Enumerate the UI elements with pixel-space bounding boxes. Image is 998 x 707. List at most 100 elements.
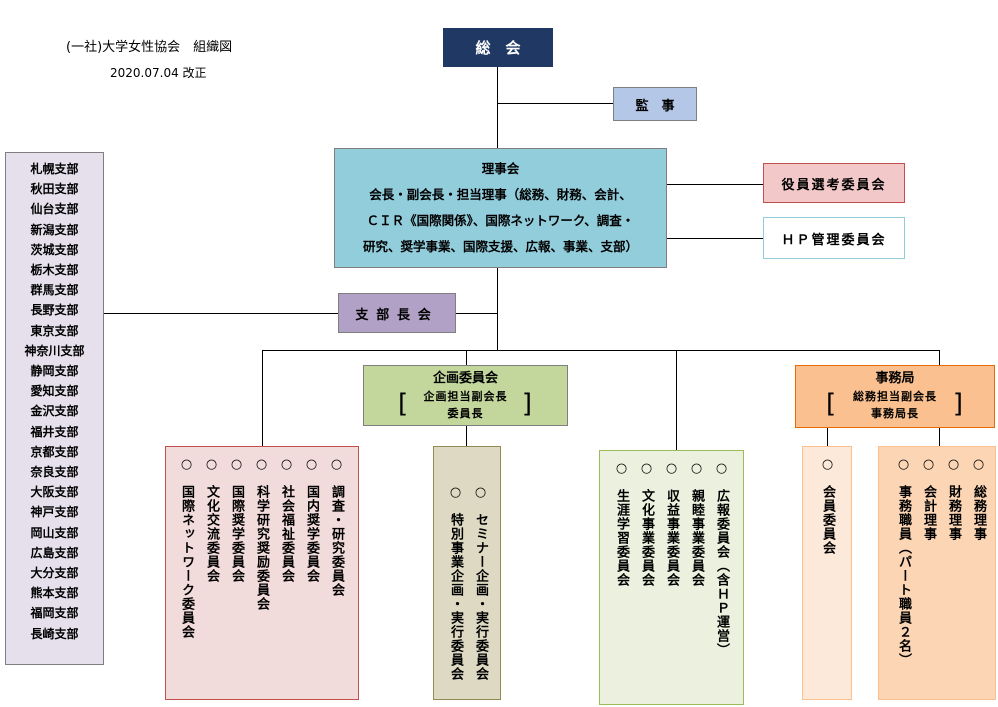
committee-item: ○ 生涯学習委員会 <box>609 461 634 701</box>
committee-item: ○ 広報委員会（含ＨＰ運営） <box>709 461 734 701</box>
committee-item: ○財務理事 <box>941 457 966 697</box>
committee-label: 調査・研究委員会 <box>329 485 344 597</box>
committee-group-b: ○セミナー企画・実行委員会 ○ 特別事業企画・実行委員会 <box>433 446 501 700</box>
branch-item: 京都支部 <box>30 444 79 459</box>
planning-committee-title: 企画委員会 <box>432 371 498 386</box>
officer-selection-committee-label: 役員選考委員会 <box>781 177 887 193</box>
branch-item: 熊本支部 <box>30 586 79 601</box>
branch-item: 福井支部 <box>30 424 79 439</box>
committee-label: 国際奨学委員会 <box>229 485 244 583</box>
circle-marker-icon: ○ <box>614 461 629 477</box>
committee-column-group: ○セミナー企画・実行委員会 ○ 特別事業企画・実行委員会 <box>443 485 493 697</box>
committee-label: 国際ネットワーク委員会 <box>179 485 194 639</box>
committee-label: 会員委員会 <box>820 485 835 555</box>
bracket-icon: [ <box>826 389 838 419</box>
committee-label: 親睦事業委員会 <box>689 489 704 587</box>
connector <box>667 184 763 185</box>
secretariat-sub: 事務局長 <box>871 407 919 420</box>
committee-label: 広報委員会（含ＨＰ運営） <box>714 489 729 657</box>
committee-column-group: ○ 広報委員会（含ＨＰ運営） ○ 親睦事業委員会 ○ 収益事業委員会 ○ 文化事業委員会 ○ 生涯… <box>609 461 734 701</box>
committee-item: ○科学研究奨励委員会 <box>249 457 274 697</box>
connector <box>497 103 613 104</box>
circle-marker-icon: ○ <box>448 485 463 501</box>
branch-item: 新潟支部 <box>30 222 79 237</box>
board-title: 理事会 <box>481 161 520 176</box>
branch-item: 茨城支部 <box>30 242 79 257</box>
committee-item: ○文化交流委員会 <box>199 457 224 697</box>
committee-label: セミナー企画・実行委員会 <box>473 513 488 681</box>
planning-committee-box: 企画委員会 [ ] 企画担当副会長 委員長 <box>363 365 568 426</box>
secretariat-title: 事務局 <box>875 371 915 386</box>
branch-list: 札幌支部秋田支部仙台支部新潟支部茨城支部栃木支部群馬支部長野支部東京支部神奈川支… <box>6 159 103 644</box>
committee-item: ○調査・研究委員会 <box>324 457 349 697</box>
planning-committee-sub: 委員長 <box>447 407 484 420</box>
branch-item: 奈良支部 <box>30 465 79 480</box>
branch-item: 東京支部 <box>30 323 79 338</box>
circle-marker-icon: ○ <box>714 461 729 477</box>
connector <box>667 238 763 239</box>
committee-group-a: ○調査・研究委員会○国内奨学委員会○社会福祉委員会○科学研究奨励委員会○国際奨学… <box>165 446 359 700</box>
committee-label: 文化事業委員会 <box>639 489 654 587</box>
committee-label: 文化交流委員会 <box>204 485 219 583</box>
branch-item: 愛知支部 <box>30 384 79 399</box>
hp-management-committee-box: ＨＰ管理委員会 <box>763 217 905 259</box>
branch-item: 岡山支部 <box>30 525 79 540</box>
board-line: 会長・副会長・担当理事（総務、財務、会計、 <box>369 187 632 202</box>
committee-label: 会計理事 <box>921 485 936 541</box>
bracket-icon: ] <box>952 389 964 419</box>
committee-item: ○会計理事 <box>916 457 941 697</box>
committee-item: ○ 親睦事業委員会 <box>684 461 709 701</box>
committee-item: ○総務理事 <box>966 457 991 697</box>
connector <box>262 350 263 446</box>
branch-heads-meeting-box: 支部長会 <box>338 293 456 333</box>
committee-column-group: ○調査・研究委員会○国内奨学委員会○社会福祉委員会○科学研究奨励委員会○国際奨学… <box>174 457 349 697</box>
committee-item: ○国際奨学委員会 <box>224 457 249 697</box>
connector <box>466 350 467 365</box>
committee-label: 特別事業企画・実行委員会 <box>448 513 463 681</box>
branch-item: 広島支部 <box>30 545 79 560</box>
circle-marker-icon: ○ <box>179 457 194 473</box>
committee-group-c: ○ 広報委員会（含ＨＰ運営） ○ 親睦事業委員会 ○ 収益事業委員会 ○ 文化事業委員会 ○ 生涯… <box>599 450 744 705</box>
branch-item: 長野支部 <box>30 303 79 318</box>
branch-heads-meeting-label: 支部長会 <box>355 307 439 323</box>
hp-management-committee-label: ＨＰ管理委員会 <box>781 232 887 248</box>
branch-item: 栃木支部 <box>30 263 79 278</box>
circle-marker-icon: ○ <box>689 461 704 477</box>
connector <box>466 426 467 446</box>
auditor-box: 監 事 <box>613 87 697 121</box>
officer-selection-committee-box: 役員選考委員会 <box>763 163 905 203</box>
branch-item: 仙台支部 <box>30 202 79 217</box>
general-meeting-box: 総 会 <box>443 28 553 67</box>
committee-label: 科学研究奨励委員会 <box>254 485 269 611</box>
connector <box>939 428 940 446</box>
circle-marker-icon: ○ <box>946 457 961 473</box>
committee-item: ○ 収益事業委員会 <box>659 461 684 701</box>
secretariat-box: 事務局 [ ] 総務担当副会長 事務局長 <box>795 365 995 428</box>
committee-item: ○事務職員（パート職員２名） <box>891 457 916 697</box>
board-line: 研究、奨学事業、国際支援、広報、事業、支部） <box>362 239 638 254</box>
branch-item: 静岡支部 <box>30 364 79 379</box>
committee-label: 生涯学習委員会 <box>614 489 629 587</box>
board-line: ＣＩＲ《国際関係》、国際ネットワーク、調査・ <box>366 213 635 228</box>
committee-label: 収益事業委員会 <box>664 489 679 587</box>
circle-marker-icon: ○ <box>279 457 294 473</box>
branch-item: 神奈川支部 <box>24 343 85 358</box>
branch-item: 金沢支部 <box>30 404 79 419</box>
branch-item: 神戸支部 <box>30 505 79 520</box>
branch-item: 大阪支部 <box>30 485 79 500</box>
committee-label: 国内奨学委員会 <box>304 485 319 583</box>
committee-item: ○セミナー企画・実行委員会 <box>468 485 493 697</box>
connector <box>676 350 677 450</box>
chart-title: (一社)大学女性協会 組織図 <box>66 40 233 55</box>
committee-item: ○社会福祉委員会 <box>274 457 299 697</box>
committee-label: 事務職員（パート職員２名） <box>896 485 911 667</box>
branch-item: 大分支部 <box>30 566 79 581</box>
committee-column-group: ○総務理事○財務理事○会計理事○事務職員（パート職員２名） <box>891 457 991 697</box>
circle-marker-icon: ○ <box>664 461 679 477</box>
planning-committee-sub: 企画担当副会長 <box>423 390 508 403</box>
bracket-icon: ] <box>521 389 533 419</box>
committee-group-d: ○会員委員会 <box>802 446 852 700</box>
connector <box>262 350 940 351</box>
secretariat-sub: 総務担当副会長 <box>853 390 937 403</box>
circle-marker-icon: ○ <box>639 461 654 477</box>
